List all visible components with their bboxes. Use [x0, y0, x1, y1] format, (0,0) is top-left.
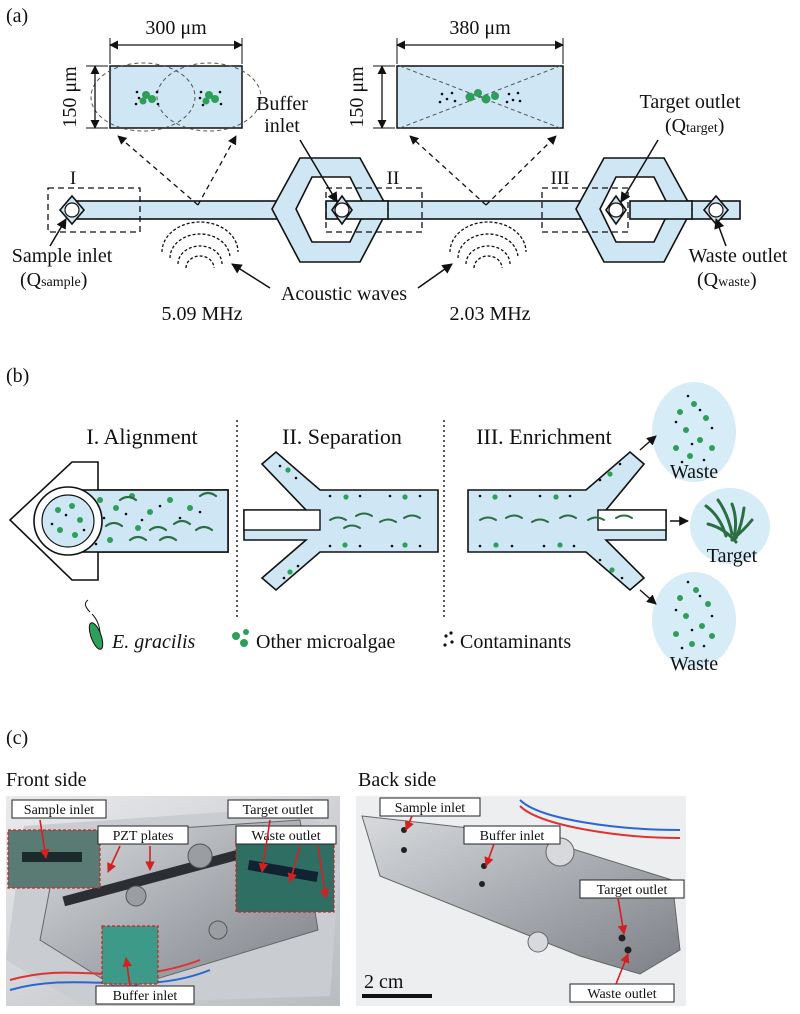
microchannel	[58, 157, 741, 263]
back-side-title: Back side	[358, 769, 436, 791]
back-label-buffer-inlet: Buffer inlet	[480, 829, 545, 844]
legend-contaminants: Contaminants	[460, 631, 571, 653]
step-label-2: II. Separation	[282, 424, 402, 449]
cross-section-1: 300 μm 150 μm	[59, 17, 262, 132]
output-waste-bottom-label: Waste	[670, 653, 718, 675]
region-label-2: II	[387, 168, 400, 189]
back-label-sample-inlet: Sample inlet	[395, 801, 465, 816]
panel-b: (b) I. Alignment II. Separation III. Enr…	[6, 365, 770, 675]
acoustic-waves-label: Acoustic waves	[281, 283, 407, 305]
front-label-waste-outlet: Waste outlet	[251, 829, 320, 844]
back-photo: Sample inlet Buffer inlet Target outlet …	[356, 796, 686, 1006]
microalgae-icon	[232, 629, 249, 647]
buffer-inlet-label-line1: Buffer	[256, 93, 308, 115]
back-label-waste-outlet: Waste outlet	[587, 987, 656, 1002]
step-label-1: I. Alignment	[86, 424, 197, 449]
panel-a: (a) 300 μm 150 μm 380 μm	[6, 5, 788, 325]
output-waste-bottom: Waste	[652, 572, 736, 675]
alignment-channel	[8, 461, 229, 581]
dim-width-1: 300 μm	[145, 17, 207, 39]
sample-flow-label: (Qsample)	[20, 269, 87, 291]
front-photo: Sample inlet Target outlet PZT plates Wa…	[6, 796, 340, 1006]
output-waste-top-label: Waste	[670, 461, 718, 483]
output-target-label: Target	[707, 545, 758, 567]
output-target: Target	[690, 488, 770, 567]
front-label-target-outlet: Target outlet	[243, 803, 314, 818]
separation-channel	[243, 450, 439, 592]
panel-c-label: (c)	[6, 727, 28, 749]
target-outlet-label: Target outlet	[640, 91, 741, 113]
legend-microalgae: Other microalgae	[256, 631, 395, 653]
step-label-3: III. Enrichment	[476, 424, 612, 449]
waste-flow-label: (Qwaste)	[697, 269, 757, 291]
region-label-3: III	[551, 168, 570, 189]
enrichment-channel	[467, 450, 667, 592]
dim-height-2: 150 μm	[346, 66, 368, 128]
buffer-inlet-label-line2: inlet	[264, 115, 300, 137]
output-waste-top: Waste	[652, 382, 736, 483]
panel-a-label: (a)	[6, 5, 28, 27]
legend: E. gracilis Other microalgae Contaminant…	[84, 599, 571, 653]
acoustic-wave-icon-2	[449, 221, 527, 269]
freq-label-2: 2.03 MHz	[449, 303, 530, 325]
region-label-1: I	[70, 168, 76, 189]
contaminant-icon	[443, 631, 454, 647]
panel-c: (c) Front side Back side Sample inlet Ta…	[6, 727, 686, 1006]
target-flow-label: (Qtarget)	[665, 115, 724, 137]
region-box-1	[47, 187, 141, 233]
front-label-pzt-plates: PZT plates	[113, 829, 174, 844]
front-label-buffer-inlet: Buffer inlet	[113, 989, 178, 1004]
dim-height-1: 150 μm	[59, 66, 81, 128]
scale-bar-label: 2 cm	[364, 971, 404, 993]
dim-width-2: 380 μm	[449, 17, 511, 39]
front-side-title: Front side	[6, 769, 87, 791]
acoustic-wave-icon-1	[161, 221, 239, 269]
cross-section-2: 380 μm 150 μm	[346, 17, 564, 129]
back-label-target-outlet: Target outlet	[597, 883, 668, 898]
panel-b-label: (b)	[6, 365, 29, 387]
sample-inlet-label: Sample inlet	[12, 245, 113, 267]
front-label-sample-inlet: Sample inlet	[24, 803, 94, 818]
region-box-3	[541, 187, 629, 233]
freq-label-1: 5.09 MHz	[161, 303, 242, 325]
legend-egracilis: E. gracilis	[111, 631, 196, 653]
waste-outlet-label: Waste outlet	[689, 245, 788, 267]
